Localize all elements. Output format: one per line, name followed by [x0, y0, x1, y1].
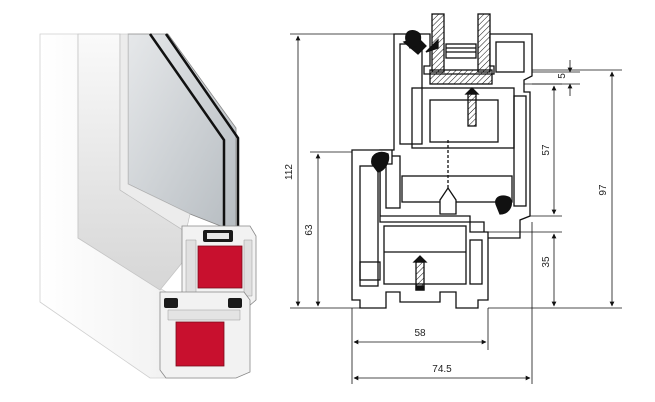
middle-gasket — [495, 195, 512, 215]
dim-overall-height: 112 — [284, 164, 295, 180]
dim-frame-height: 63 — [304, 224, 315, 236]
dim-lower-chamber: 35 — [541, 256, 552, 268]
frame-profile — [351, 149, 489, 309]
dim-glazing-bead: 5 — [557, 73, 568, 79]
dimension-labels: 112 63 97 57 35 5 58 74.5 — [284, 73, 609, 375]
sash-reinforcement — [197, 245, 243, 289]
dim-sash-width: 58 — [414, 328, 426, 339]
dimension-lines — [290, 33, 622, 384]
upper-gasket — [371, 151, 390, 173]
window-corner-render — [39, 33, 257, 379]
sash-profile — [379, 33, 533, 239]
dim-sash-height: 97 — [598, 184, 609, 196]
glazing-unit — [431, 13, 491, 73]
frame-reinforcement — [175, 321, 225, 367]
dim-frame-depth: 74.5 — [432, 364, 452, 375]
top-gasket — [405, 29, 422, 49]
dim-upper-chamber: 57 — [541, 144, 552, 156]
profile-cross-section — [351, 13, 533, 309]
